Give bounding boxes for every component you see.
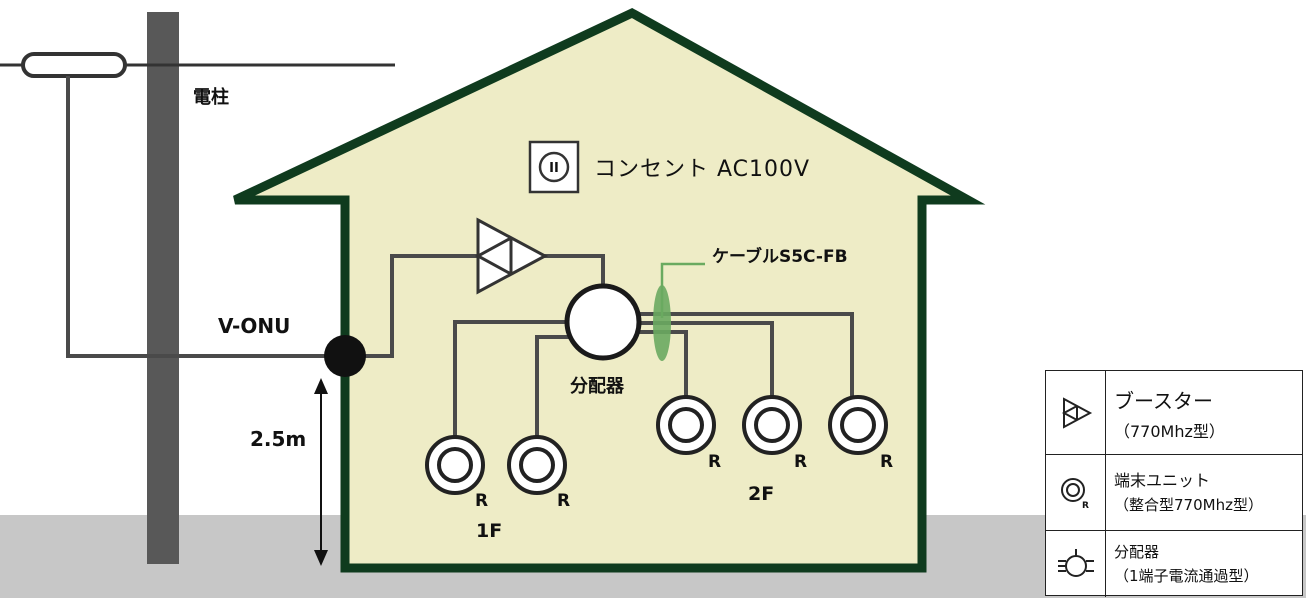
drop-line [66,76,345,358]
legend-splitter-detail: （1端子電流通過型） [1114,567,1259,585]
legend-splitter-name: 分配器 [1114,543,1160,561]
terminal-unit-1f-b [507,435,567,495]
terminal-mark: R [557,491,570,511]
legend-booster-name: ブースター [1114,389,1213,413]
splitter-icon [1057,549,1094,577]
cable-marker [653,285,671,361]
terminal-unit-icon: R [1060,477,1089,511]
pole-label: 電柱 [193,86,229,108]
legend: ブースター （770Mhz型） R 端末ユニット （整合型770Mhz型） [1045,370,1303,597]
splitter-label: 分配器 [570,376,625,397]
legend-terminal-mark: R [1082,501,1089,511]
terminal-unit-1f-a [425,435,485,495]
legend-icon-cell: R [1046,455,1106,530]
legend-terminal-name: 端末ユニット [1114,471,1211,490]
terminal-unit-2f-a [656,395,716,455]
height-arrow [314,378,328,566]
legend-row-booster: ブースター （770Mhz型） [1046,371,1302,455]
utility-pole [147,12,179,564]
terminal-mark: R [708,452,721,472]
legend-row-terminal: R 端末ユニット （整合型770Mhz型） [1046,455,1302,531]
booster-icon [1061,396,1092,429]
legend-terminal-detail: （整合型770Mhz型） [1114,496,1263,514]
outlet-label: コンセント AC100V [594,157,810,182]
v-onu-icon [324,335,366,377]
cable-label: ケーブルS5C-FB [712,246,848,267]
legend-row-splitter: 分配器 （1端子電流通過型） [1046,531,1302,597]
terminal-mark: R [475,491,488,511]
legend-icon-cell [1046,531,1106,597]
terminal-mark: R [880,452,893,472]
legend-icon-cell [1046,371,1106,454]
floor-1f-label: 1F [476,520,502,542]
terminal-unit-2f-c [828,395,888,455]
v-onu-label: V-ONU [218,314,290,338]
splitter-icon [564,283,642,361]
line-tap [21,52,127,78]
terminal-unit-2f-b [742,395,802,455]
floor-2f-label: 2F [748,483,774,505]
height-label: 2.5m [250,427,306,451]
booster-icon [474,217,549,295]
outlet-icon-mark: II [549,161,559,176]
legend-booster-detail: （770Mhz型） [1114,422,1225,441]
terminal-mark: R [794,452,807,472]
